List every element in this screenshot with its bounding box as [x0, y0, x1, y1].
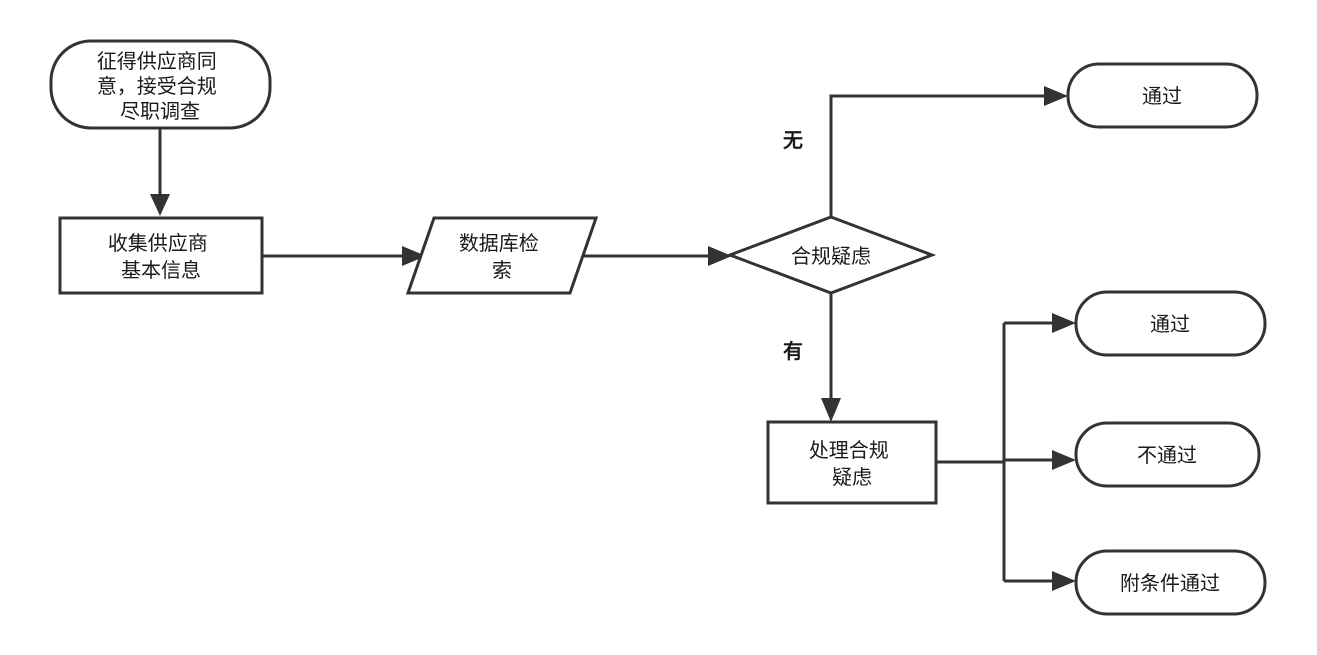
- node-search: 数据库检 索: [405, 216, 599, 295]
- node-start-line-2: 意，接受合规: [97, 74, 217, 98]
- arrowhead-branch-to-conditional: [1052, 571, 1076, 591]
- edge-label-has: 有: [783, 339, 803, 363]
- node-pass-mid: 通过: [1074, 290, 1267, 357]
- node-search-line-2: 索: [492, 258, 512, 282]
- node-pass-top: 通过: [1066, 62, 1259, 129]
- edge-decision-to-pass-top: [829, 94, 1044, 217]
- svg-text:处理合规 疑虑: 处理合规 疑虑: [809, 438, 895, 489]
- svg-text:征得供应商同 意，接受合规 尽职调查: 征得供应商同 意，接受合规 尽职调查: [97, 49, 223, 123]
- arrowhead-search-to-decision: [708, 246, 732, 266]
- node-pass-mid-line-1: 通过: [1150, 312, 1190, 336]
- node-handle-line-1: 处理合规: [809, 438, 889, 462]
- svg-text:不通过: 不通过: [1137, 443, 1197, 467]
- node-collect: 收集供应商 基本信息: [58, 216, 264, 295]
- edge-label-none: 无: [783, 128, 803, 152]
- svg-text:数据库检 索: 数据库检 索: [459, 231, 545, 282]
- node-handle: 处理合规 疑虑: [766, 420, 938, 505]
- svg-text:通过: 通过: [1142, 84, 1182, 108]
- svg-text:收集供应商 基本信息: 收集供应商 基本信息: [108, 231, 214, 282]
- node-decision-line-1: 合规疑虑: [791, 244, 871, 268]
- node-conditional: 附条件通过: [1074, 549, 1267, 616]
- node-search-line-1: 数据库检: [459, 231, 539, 255]
- edges: [150, 86, 1076, 591]
- svg-text:通过: 通过: [1150, 312, 1190, 336]
- arrowhead-decision-to-pass-top: [1044, 86, 1068, 106]
- node-pass-top-line-1: 通过: [1142, 84, 1182, 108]
- arrowhead-collect-to-search: [402, 246, 426, 266]
- node-start-line-3: 尽职调查: [120, 99, 200, 123]
- arrowhead-decision-to-handle: [821, 398, 841, 422]
- node-conditional-line-1: 附条件通过: [1120, 571, 1220, 595]
- node-fail: 不通过: [1074, 421, 1261, 488]
- svg-text:合规疑虑: 合规疑虑: [791, 244, 871, 268]
- node-fail-line-1: 不通过: [1137, 443, 1197, 467]
- arrowhead-branch-to-pass-mid: [1052, 313, 1076, 333]
- svg-text:附条件通过: 附条件通过: [1120, 571, 1220, 595]
- node-collect-line-1: 收集供应商: [108, 231, 208, 255]
- node-collect-line-2: 基本信息: [121, 258, 201, 282]
- arrowhead-start-to-collect: [150, 194, 170, 216]
- node-start-line-1: 征得供应商同: [97, 49, 217, 73]
- node-handle-line-2: 疑虑: [832, 465, 872, 489]
- node-start: 征得供应商同 意，接受合规 尽职调查: [49, 39, 272, 130]
- node-decision: 合规疑虑: [725, 215, 937, 295]
- arrowhead-branch-to-fail: [1052, 450, 1076, 470]
